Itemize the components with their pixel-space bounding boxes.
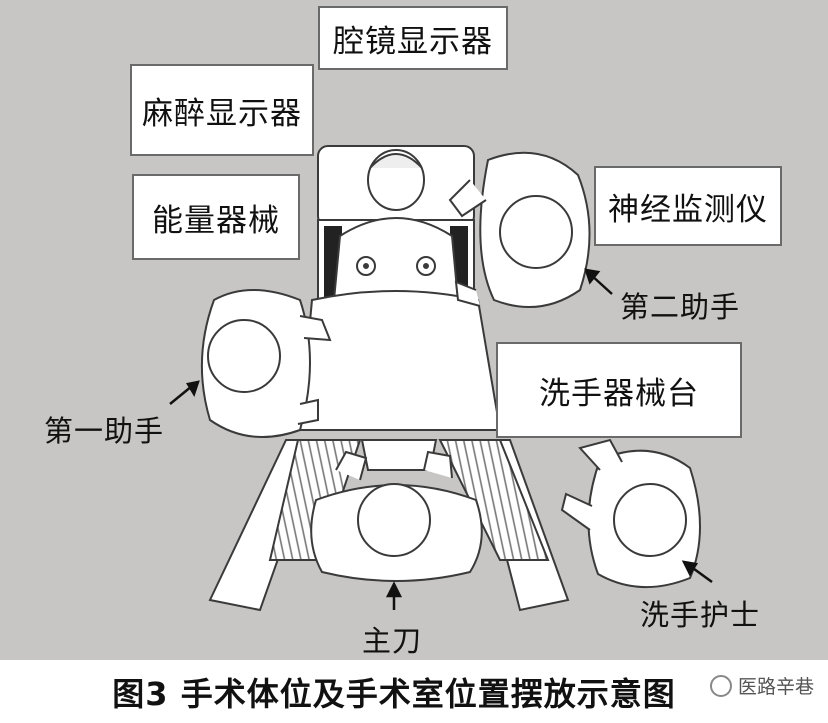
arrows	[169, 268, 713, 610]
first-assistant-label: 第一助手	[44, 414, 165, 448]
first-assistant-figure	[200, 289, 332, 439]
anesthesia-monitor-box: 麻醉显示器	[130, 64, 314, 156]
watermark-text: 医路辛巷	[737, 676, 814, 698]
scrub-nurse-label: 洗手护士	[640, 598, 761, 632]
scrub-instrument-table-label: 洗手器械台	[539, 375, 699, 412]
nerve-monitor-label: 神经监测仪	[608, 191, 768, 228]
arrow-first-assistant	[169, 385, 193, 405]
surgeon-label: 主刀	[362, 624, 423, 658]
leg-boards	[208, 439, 570, 612]
patient	[332, 149, 460, 301]
second-assistant-label: 第二助手	[620, 290, 741, 324]
nerve-monitor-box: 神经监测仪	[594, 166, 782, 246]
chat-bubble-icon	[709, 674, 732, 697]
laparoscope-monitor-label: 腔镜显示器	[333, 23, 493, 60]
anesthesia-monitor-label: 麻醉显示器	[142, 95, 302, 132]
operating-room-illustration	[169, 145, 713, 612]
scrub-nurse-figure	[560, 438, 701, 588]
laparoscope-monitor-box: 腔镜显示器	[318, 6, 508, 70]
watermark: 医路辛巷	[709, 672, 814, 699]
surgical-drape	[298, 290, 502, 431]
diagram-canvas: 腔镜显示器 麻醉显示器 能量器械 神经监测仪 洗手器械台 第二助手 第一助手 主…	[0, 0, 828, 660]
caption-text: 图3 手术体位及手术室位置摆放示意图	[112, 674, 676, 713]
second-assistant-figure	[448, 151, 591, 309]
figure-caption: 图3 手术体位及手术室位置摆放示意图	[0, 660, 828, 723]
surgeon-figure	[310, 450, 483, 582]
scrub-instrument-table-box: 洗手器械台	[496, 342, 742, 438]
energy-device-box: 能量器械	[132, 174, 300, 260]
energy-device-label: 能量器械	[152, 202, 280, 239]
